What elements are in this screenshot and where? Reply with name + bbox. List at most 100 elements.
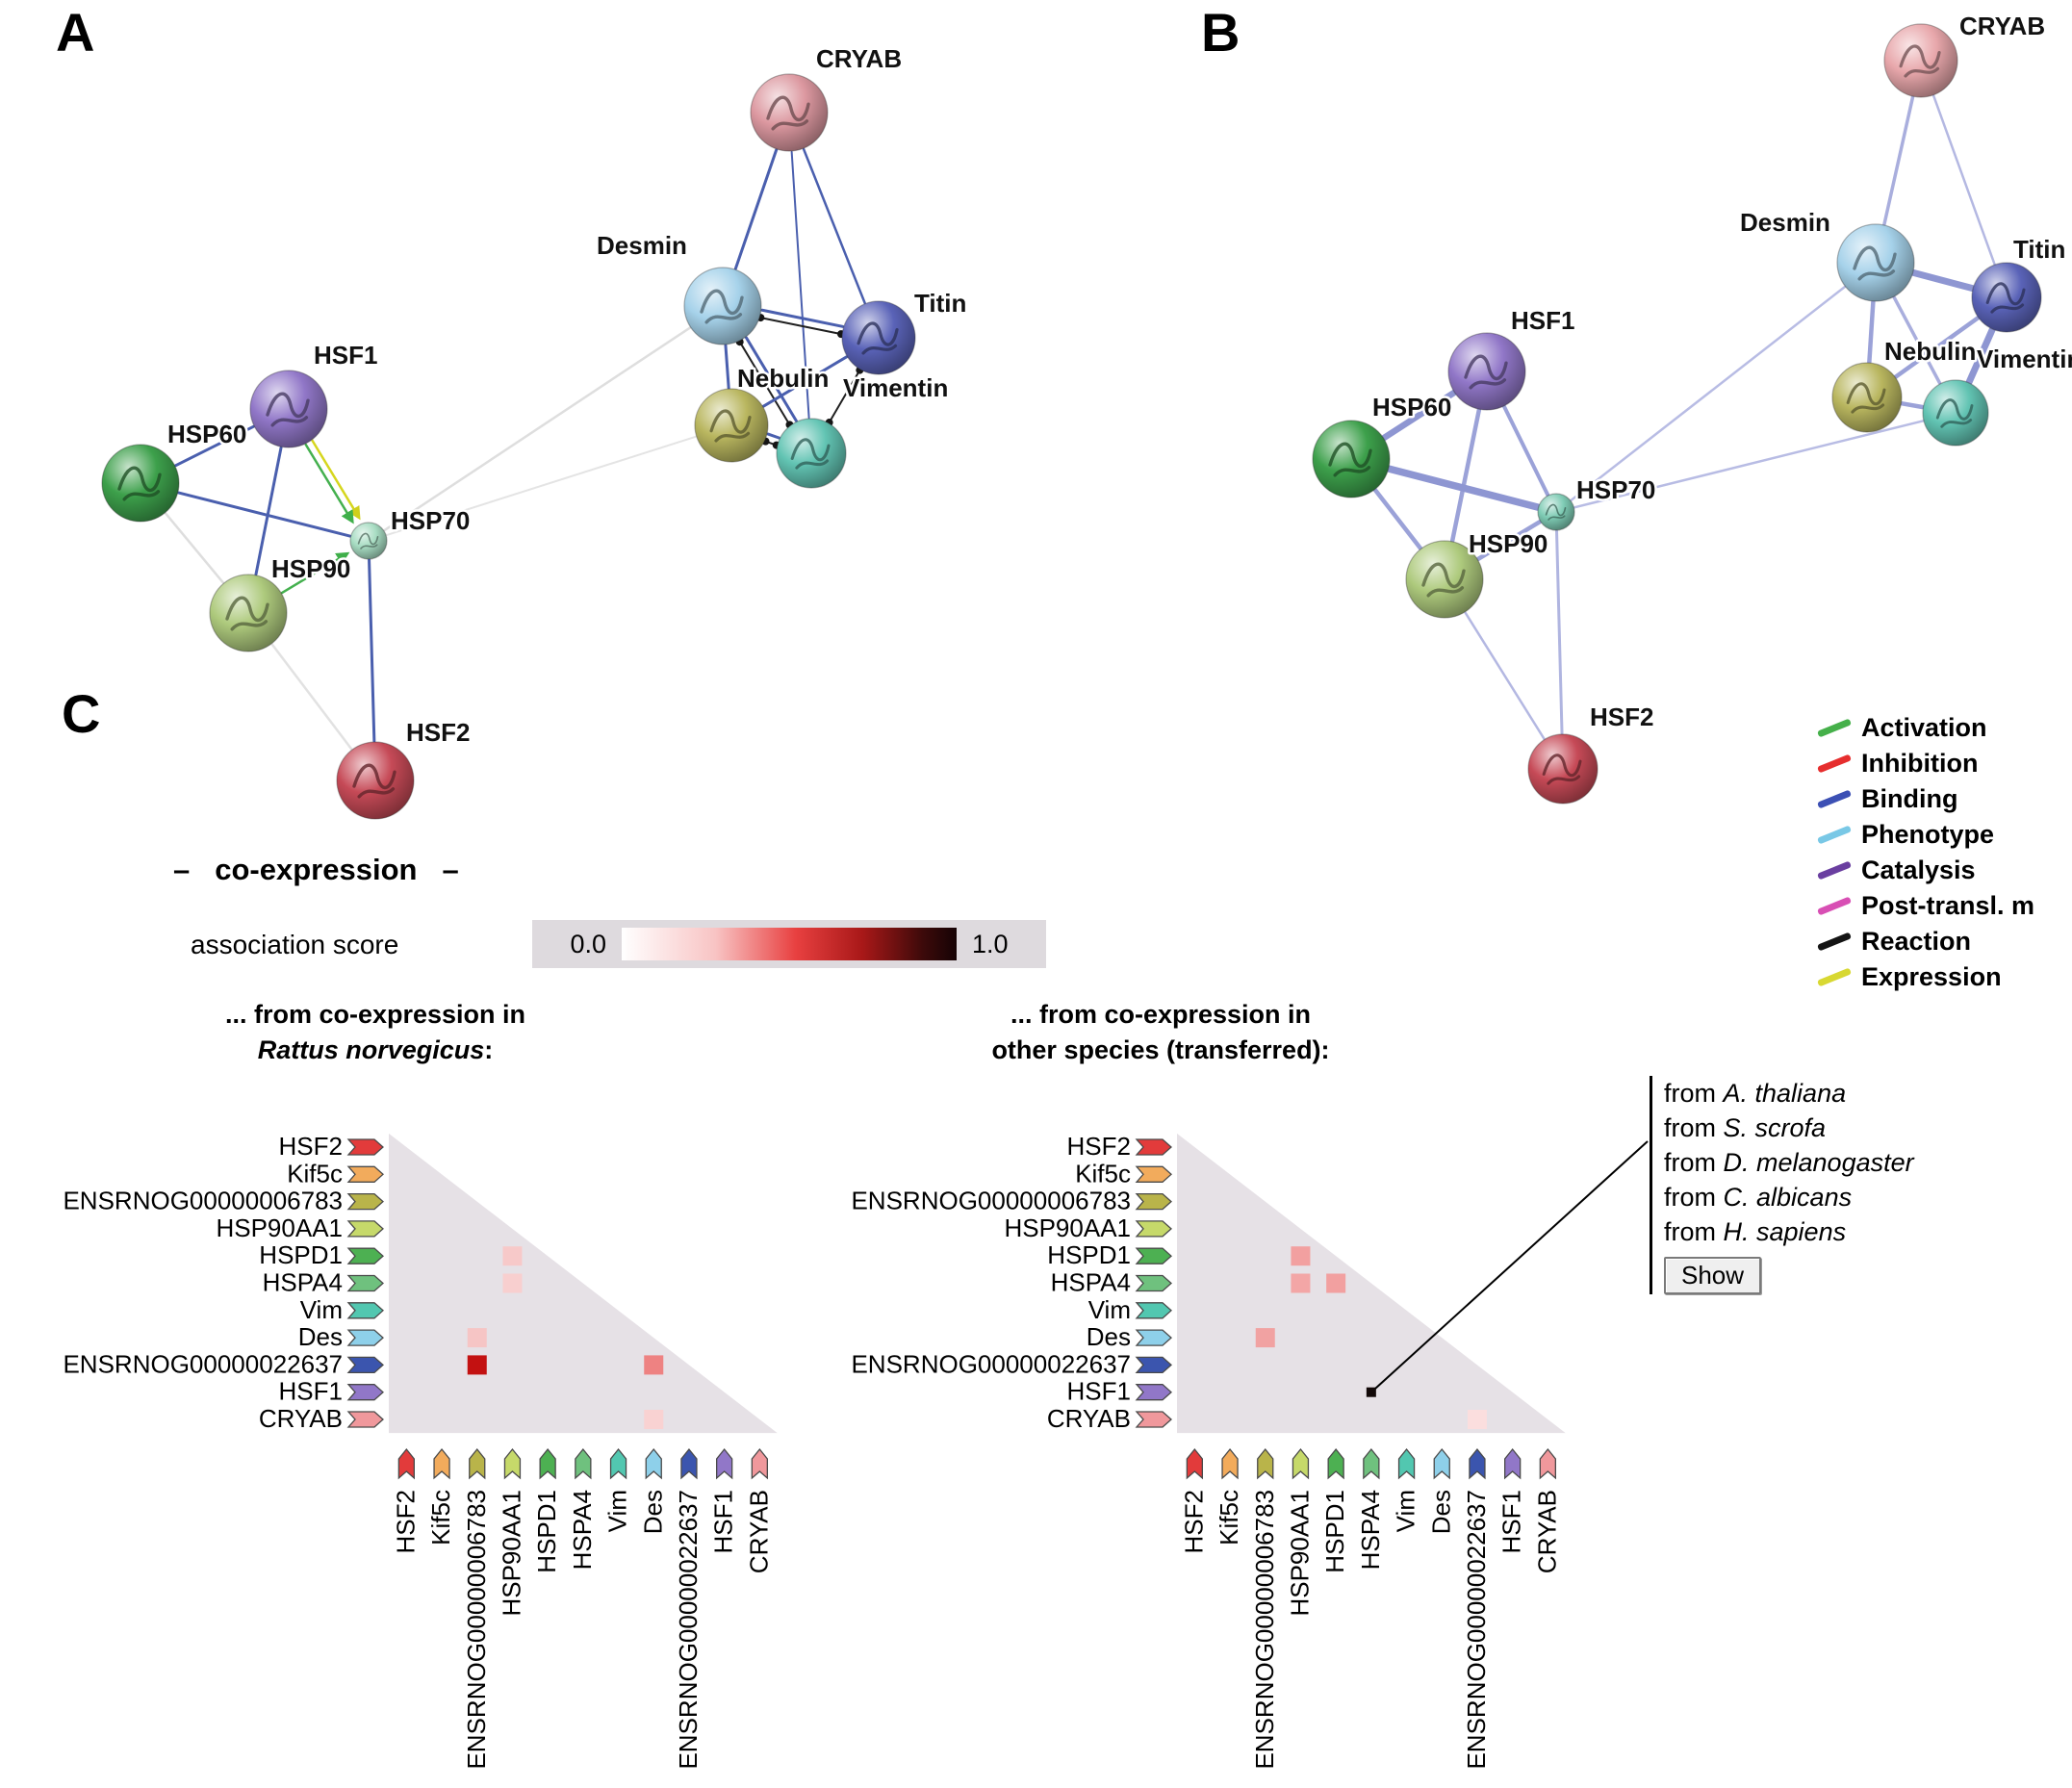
matrix-rattus-row-label-HSPA4: HSPA4 [263, 1268, 343, 1297]
network-b-node-HSP70[interactable] [1537, 493, 1575, 531]
matrix-right-title-line1: ... from co-expression in [1010, 1000, 1312, 1029]
matrix-transferred-row-icon-ENSRNOG00000022637 [1135, 1356, 1172, 1374]
heading-dash-left: – [173, 853, 191, 886]
matrix-transferred-cell-HSPD1-x-HSP90AA1 [1291, 1246, 1311, 1266]
matrix-transferred-col-label-HSPD1: HSPD1 [1320, 1490, 1349, 1573]
node-label-HSP90: HSP90 [271, 554, 350, 583]
matrix-transferred-col-label-HSF1: HSF1 [1497, 1490, 1526, 1553]
network-a-node-Vimentin[interactable] [776, 418, 847, 489]
network-a-node-Desmin[interactable] [683, 267, 762, 345]
legend-swatch-icon [1816, 932, 1853, 952]
matrix-transferred-cell-HSPA4-x-HSP90AA1 [1291, 1273, 1311, 1293]
network-b-node-HSF1[interactable] [1447, 332, 1526, 411]
edge-Nebulin-Vimentin [1900, 401, 1925, 410]
matrix-rattus-row-label-HSF2: HSF2 [279, 1132, 343, 1161]
legend-item-expression: Expression [1816, 959, 2034, 995]
matrix-rattus-cell-HSPA4-x-HSP90AA1 [502, 1273, 523, 1293]
matrix-rattus-row-label-CRYAB: CRYAB [259, 1404, 343, 1433]
matrix-rattus-col-icon-HSF2 [397, 1447, 416, 1480]
edge-HSP60-HSP90 [164, 512, 225, 584]
edge-HSF1-HSP90 [1449, 407, 1482, 544]
matrix-rattus-col-icon-Vim [609, 1447, 627, 1480]
matrix-transferred-row-label-HSPA4: HSPA4 [1051, 1268, 1131, 1297]
matrix-transferred-row-label-HSF2: HSF2 [1067, 1132, 1131, 1161]
node-label-HSP60: HSP60 [1372, 393, 1451, 421]
protein-structure-glyph [857, 321, 899, 355]
matrix-rattus-row-icon-Kif5c [346, 1165, 384, 1183]
matrix-rattus-col-label-Kif5c: Kif5c [426, 1490, 455, 1545]
matrix-transferred-col-label-Kif5c: Kif5c [1215, 1490, 1243, 1545]
matrix-transferred-triangle [1177, 1133, 1566, 1434]
network-a-node-HSF2[interactable] [336, 741, 415, 820]
edge-HSF1-HSP70 [304, 443, 354, 524]
colorbar-min: 0.0 [570, 929, 606, 958]
matrix-transferred-col-icon-HSF2 [1186, 1447, 1203, 1480]
network-b-node-HSF2[interactable] [1527, 733, 1599, 805]
network-a-node-Titin[interactable] [841, 300, 916, 375]
protein-structure-glyph [1899, 44, 1941, 78]
edge-HSF1-HSP60 [174, 424, 255, 468]
matrix-transferred-row-label-HSPD1: HSPD1 [1047, 1240, 1131, 1269]
protein-structure-glyph [117, 466, 162, 501]
network-b-node-CRYAB[interactable] [1883, 23, 1958, 98]
matrix-rattus-row-label-Vim: Vim [300, 1295, 343, 1324]
matrix-transferred-col-icon-ENSRNOG00000006783 [1257, 1447, 1274, 1480]
show-button[interactable]: Show [1664, 1257, 1762, 1294]
matrix-rattus-col-label-HSPA4: HSPA4 [568, 1490, 597, 1570]
network-b-node-HSP90[interactable] [1405, 540, 1484, 619]
network-a-node-Nebulin[interactable] [694, 388, 769, 463]
matrix-rattus: HSF2HSF2Kif5cKif5cENSRNOG00000006783ENSR… [63, 1132, 778, 1770]
legend-item-label: Binding [1861, 784, 1958, 813]
node-label-CRYAB: CRYAB [816, 44, 902, 73]
matrix-transferred-row-icon-HSP90AA1 [1135, 1220, 1172, 1238]
panel-c-label: C [62, 683, 101, 744]
network-b-node-Desmin[interactable] [1836, 223, 1915, 302]
heading-text: co-expression [215, 853, 418, 886]
matrix-rattus-triangle [389, 1133, 778, 1434]
node-label-HSP90: HSP90 [1469, 529, 1548, 558]
network-b-node-Titin[interactable] [1971, 262, 2042, 333]
network-b-node-Nebulin[interactable] [1831, 362, 1903, 433]
matrix-rattus-cell-HSPD1-x-HSP90AA1 [502, 1246, 523, 1266]
callout-species-line: from S. scrofa [1664, 1113, 1827, 1142]
legend-item-binding: Binding [1816, 781, 2034, 817]
network-a-node-HSP60[interactable] [101, 444, 180, 523]
network-b-node-HSP60[interactable] [1312, 420, 1391, 498]
matrix-rattus-cell-Des-x-ENSRNOG00000006783 [467, 1328, 487, 1348]
edge-Nebulin-HSP70 [386, 435, 697, 536]
matrix-rattus-col-label-ENSRNOG00000006783: ENSRNOG00000006783 [462, 1490, 491, 1770]
legend-item-label: Catalysis [1861, 856, 1976, 884]
edge-HSP60-HSP70 [177, 491, 352, 538]
network-b-node-Vimentin[interactable] [1922, 379, 1989, 447]
association-score-colorbar: 0.0 1.0 [532, 920, 1046, 968]
matrix-rattus-col-icon-HSF1 [716, 1447, 733, 1480]
legend-swatch-icon [1816, 754, 1853, 774]
protein-structure-glyph [709, 409, 752, 443]
node-label-HSF1: HSF1 [1511, 306, 1574, 335]
legend-item-label: Post-transl. m [1861, 891, 2035, 920]
network-a-node-HSF1[interactable] [249, 370, 328, 448]
matrix-rattus-col-icon-CRYAB [751, 1447, 768, 1480]
edge-HSP70-HSF2 [368, 558, 376, 743]
matrix-rattus-row-icon-ENSRNOG00000022637 [346, 1356, 384, 1374]
network-a-node-CRYAB[interactable] [750, 73, 829, 152]
edge-HSF1-HSP70 [1502, 404, 1550, 498]
matrix-transferred-col-icon-HSP90AA1 [1292, 1447, 1310, 1480]
network-a-node-HSP90[interactable] [209, 574, 288, 652]
protein-structure-glyph [1846, 382, 1886, 414]
network-a-node-HSP70[interactable] [349, 522, 388, 560]
matrix-rattus-cell-CRYAB-x-Des [644, 1410, 664, 1429]
matrix-transferred-col-label-Des: Des [1426, 1490, 1455, 1534]
matrix-transferred-col-label-HSP90AA1: HSP90AA1 [1285, 1490, 1314, 1617]
coexpression-heading: – co-expression – [173, 853, 459, 887]
legend-item-inhibition: Inhibition [1816, 746, 2034, 781]
matrix-transferred-row-label-ENSRNOG00000006783: ENSRNOG00000006783 [851, 1187, 1131, 1215]
legend-item-activation: Activation [1816, 710, 2034, 746]
matrix-left-title-line1: ... from co-expression in [224, 1000, 526, 1029]
matrix-rattus-col-label-HSF1: HSF1 [709, 1490, 738, 1553]
